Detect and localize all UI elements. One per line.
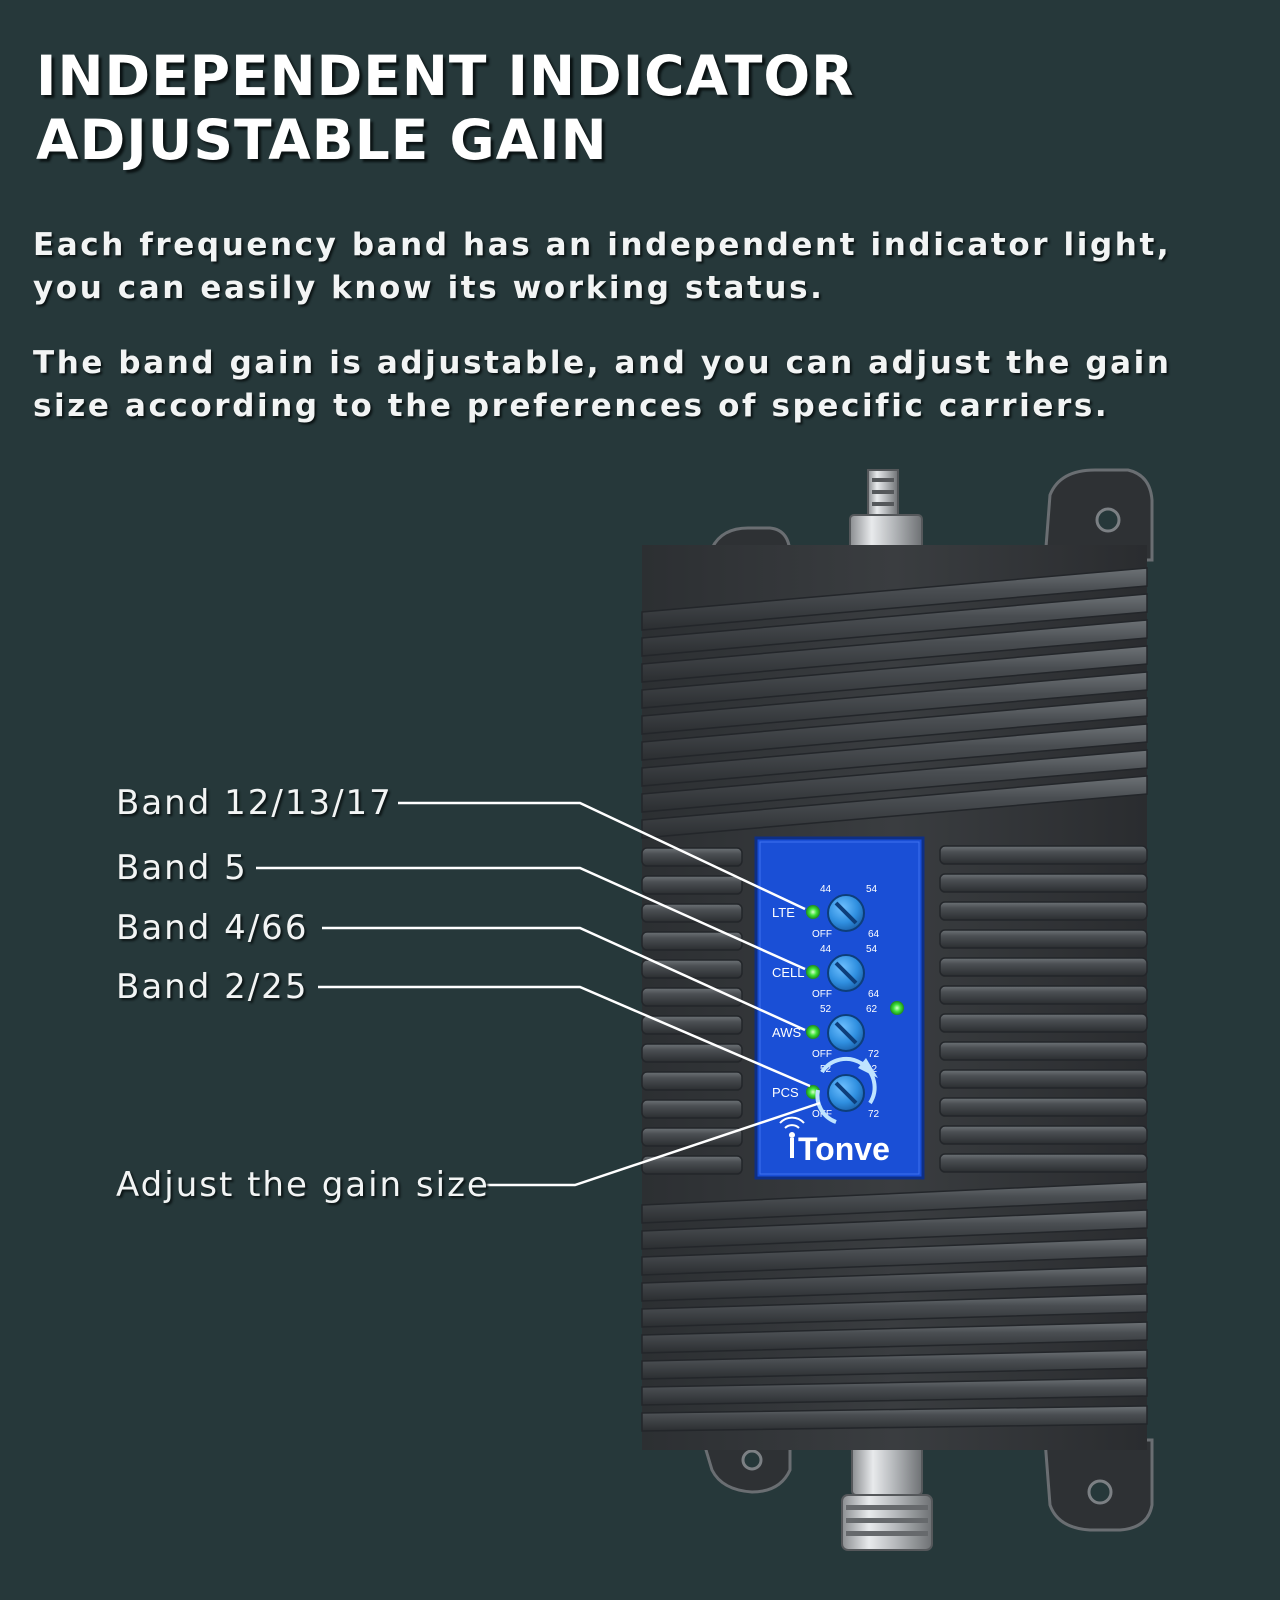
gain-mid-label: 62 — [866, 1004, 878, 1015]
heat-sink-fin — [641, 1155, 743, 1175]
heat-sink-fin — [641, 749, 1148, 813]
leader-line-adjust-gain — [486, 1101, 821, 1187]
heat-sink-fin — [939, 1153, 1148, 1173]
description-gain-line-2: size according to the preferences of spe… — [33, 388, 1110, 424]
heat-sink-fin — [641, 1321, 1148, 1354]
heat-sink-fin — [939, 929, 1148, 949]
heat-sink-fin — [641, 1099, 743, 1119]
gain-max-label: 72 — [868, 1109, 880, 1120]
gain-max-label: 64 — [868, 929, 880, 940]
heat-sink-fin — [641, 1265, 1148, 1302]
gain-min-label: 52 — [820, 1004, 832, 1015]
title-line-1: INDEPENDENT INDICATOR — [36, 44, 855, 108]
band-indicator-led — [806, 1025, 820, 1039]
heat-sink-fin — [641, 645, 1148, 709]
heat-sink-fin — [641, 1043, 743, 1063]
band-row: PCS526272OFF — [772, 1064, 880, 1120]
gain-min-label: 44 — [820, 944, 832, 955]
knob-slot — [834, 1021, 858, 1045]
heat-sink-fin — [641, 1405, 1148, 1432]
gain-min-label: 44 — [820, 884, 832, 895]
description-indicator-line-1: Each frequency band has an independent i… — [33, 227, 1172, 263]
bottom-connector — [841, 1439, 933, 1551]
band-label: AWS — [772, 1025, 801, 1040]
heat-sink-fin — [641, 875, 743, 895]
band-row: AWS 52 62 72 OFF — [772, 1004, 880, 1060]
antenna-icon — [779, 1116, 805, 1158]
heat-sink-fin — [641, 619, 1148, 683]
page-title: INDEPENDENT INDICATOR ADJUSTABLE GAIN — [36, 44, 854, 172]
description-gain: The band gain is adjustable, and you can… — [33, 342, 1172, 428]
heat-sink-fin — [641, 1181, 1148, 1224]
heat-sink-fin — [641, 1127, 743, 1147]
description-indicator-line-2: you can easily know its working status. — [33, 270, 825, 306]
knob-slot — [834, 961, 858, 985]
heat-sink-fin — [641, 567, 1148, 631]
brand-logo: Tonve — [779, 1116, 890, 1167]
gain-off-label: OFF — [812, 1049, 832, 1060]
band-row: CELL 44 54 64 OFF — [772, 944, 880, 1000]
heat-sink-fin — [641, 1349, 1148, 1380]
gain-max-label: 72 — [868, 1049, 880, 1060]
heat-sink-fin — [939, 1013, 1148, 1033]
description-gain-line-1: The band gain is adjustable, and you can… — [33, 345, 1172, 381]
heat-sink-fin — [641, 1237, 1148, 1276]
heat-sink-fin — [939, 901, 1148, 921]
knob-slot — [834, 901, 858, 925]
heat-sink-fin — [641, 671, 1148, 735]
heat-sink-fin — [641, 593, 1148, 657]
heat-sink-fin — [641, 1377, 1148, 1406]
heat-sink-fin — [641, 723, 1148, 787]
band-label: CELL — [772, 965, 805, 980]
band-label: LTE — [772, 905, 795, 920]
heat-sink-fin — [939, 1041, 1148, 1061]
band-label: PCS — [772, 1085, 799, 1100]
band-indicator-led — [806, 905, 820, 919]
leader-line-band-4-66 — [322, 926, 806, 1032]
heat-sink-fin — [641, 903, 743, 923]
brand-name: Tonve — [798, 1131, 890, 1167]
heat-sink-fin — [939, 1097, 1148, 1117]
heat-sink-fin — [641, 987, 743, 1007]
heat-sink-fin — [939, 845, 1148, 865]
power-indicator-led — [890, 1001, 904, 1015]
gain-off-label: OFF — [812, 1109, 832, 1120]
band-indicator-led — [806, 965, 820, 979]
heat-sink-fin — [641, 1071, 743, 1091]
gain-max-label: 64 — [868, 989, 880, 1000]
heat-sink-fin — [939, 985, 1148, 1005]
heat-sink-fin — [939, 873, 1148, 893]
heat-sink-fin — [939, 1125, 1148, 1145]
heat-sink-fin — [641, 697, 1148, 761]
leader-line-band-2-25 — [318, 985, 811, 1088]
description-indicator: Each frequency band has an independent i… — [33, 224, 1171, 310]
heat-sink-fin — [939, 1069, 1148, 1089]
callout-band-2-25: Band 2/25 — [116, 967, 309, 1007]
rotate-arrow-icon — [815, 1056, 878, 1124]
heat-sink-fin — [939, 957, 1148, 977]
callout-band-4-66: Band 4/66 — [116, 908, 309, 948]
band-row: LTE 44 54 64 OFF — [772, 884, 880, 940]
callout-band-12-13-17: Band 12/13/17 — [116, 783, 393, 823]
heat-sink-fins — [641, 567, 1148, 1432]
leader-line-band-12-13-17 — [398, 801, 806, 911]
heat-sink-fin — [641, 1293, 1148, 1328]
gain-off-label: OFF — [812, 989, 832, 1000]
knob-slot — [834, 1081, 858, 1105]
title-line-2: ADJUSTABLE GAIN — [36, 108, 608, 172]
heat-sink-fin — [641, 1015, 743, 1035]
callout-leader-lines — [256, 801, 821, 1187]
leader-line-band-5 — [256, 866, 806, 971]
callout-band-5: Band 5 — [116, 848, 248, 888]
gain-off-label: OFF — [812, 929, 832, 940]
callout-adjust-gain: Adjust the gain size — [116, 1165, 490, 1205]
gain-mid-label: 54 — [866, 944, 878, 955]
heat-sink-fin — [641, 1209, 1148, 1250]
gain-mid-label: 54 — [866, 884, 878, 895]
